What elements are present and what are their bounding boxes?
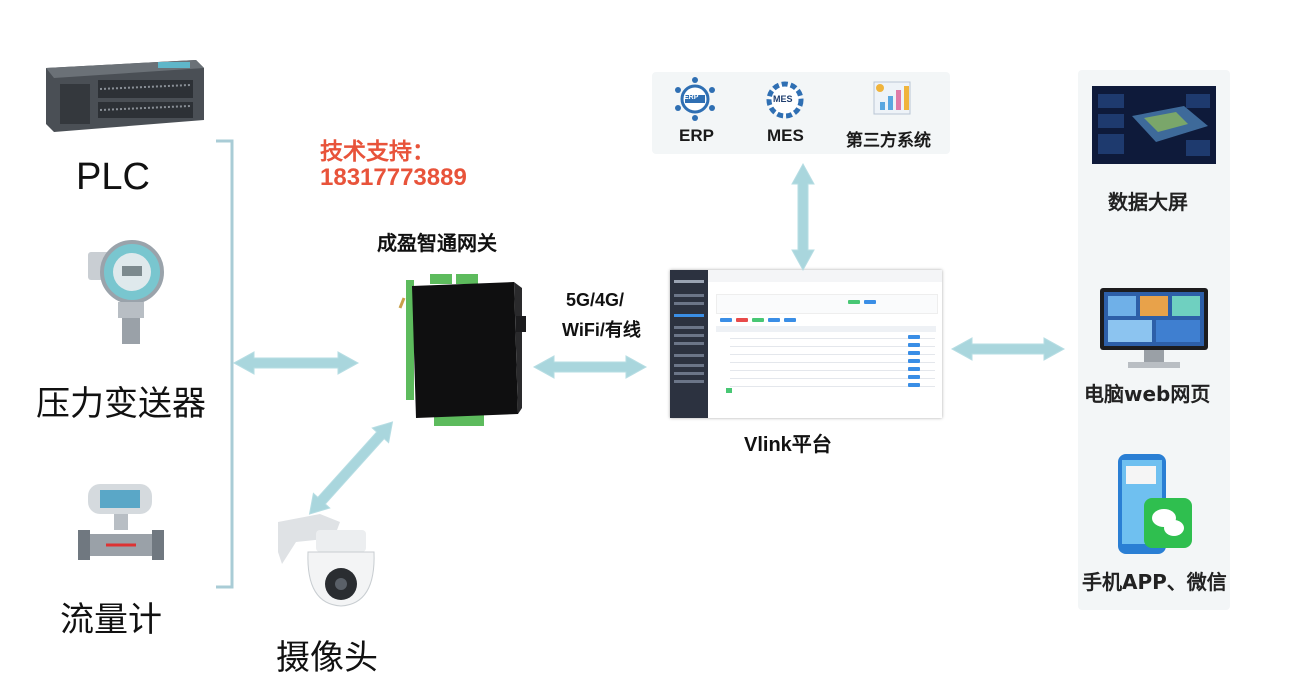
sidebar-line	[674, 342, 704, 345]
sidebar-active	[674, 314, 704, 317]
big-screen-label: 数据大屏	[1108, 190, 1188, 214]
flow-meter-label: 流量计	[60, 600, 162, 640]
support-label: 技术支持：	[320, 138, 435, 165]
platform-reset-button	[864, 300, 876, 304]
table-row	[730, 354, 935, 355]
link-label-line1: 5G/4G/	[566, 290, 625, 310]
platform-screenshot	[670, 270, 942, 418]
platform-table-header	[716, 326, 936, 332]
platform-label: Vlink平台	[744, 434, 832, 456]
table-row	[730, 338, 935, 339]
table-row	[730, 386, 935, 387]
sidebar-line	[674, 364, 704, 367]
web-page-label: 电脑web网页	[1084, 382, 1211, 406]
sidebar-line	[674, 302, 704, 305]
platform-add-button	[720, 318, 732, 322]
pressure-transmitter-label: 压力变送器	[36, 384, 206, 424]
platform-export-button	[752, 318, 764, 322]
plc-image	[38, 50, 206, 142]
pc-monitor-image	[1098, 286, 1210, 372]
device-bracket	[214, 138, 254, 590]
mes-icon-text: MES	[773, 94, 793, 104]
mes-icon	[760, 76, 810, 124]
row-action	[908, 375, 920, 379]
row-action	[908, 343, 920, 347]
platform-search-button	[848, 300, 860, 304]
sidebar-line	[674, 326, 704, 329]
camera-image	[274, 512, 384, 614]
erp-icon-text: ERP	[684, 94, 699, 101]
camera-label: 摄像头	[276, 638, 378, 678]
erp-label: ERP	[679, 126, 714, 145]
flow-meter-image	[76, 476, 172, 568]
table-row	[730, 370, 935, 371]
platform-import-button	[768, 318, 780, 322]
platform-extra-button	[784, 318, 796, 322]
platform-topbar	[708, 270, 942, 282]
row-action	[908, 383, 920, 387]
platform-delete-button	[736, 318, 748, 322]
erp-icon	[672, 76, 718, 122]
arrow-devices-to-gateway	[232, 350, 360, 376]
sidebar-line	[674, 334, 704, 337]
table-row	[730, 362, 935, 363]
pressure-transmitter-image	[68, 238, 168, 346]
third-party-icon	[868, 76, 920, 122]
table-row	[730, 378, 935, 379]
gateway-image	[398, 268, 530, 428]
sidebar-line	[674, 354, 704, 357]
big-screen-image	[1092, 86, 1216, 164]
sidebar-line	[674, 380, 704, 383]
support-phone: 18317773889	[320, 164, 467, 191]
gateway-label: 成盈智通网关	[377, 231, 497, 255]
row-action	[908, 335, 920, 339]
platform-pagination	[726, 388, 732, 393]
arrow-platform-to-systems	[790, 162, 816, 272]
arrow-gateway-to-platform	[532, 354, 648, 380]
row-action	[908, 367, 920, 371]
sidebar-line	[674, 372, 704, 375]
platform-filter	[716, 294, 938, 314]
arrow-camera-to-gateway	[306, 420, 396, 516]
row-action	[908, 359, 920, 363]
link-label-line2: WiFi/有线	[562, 320, 641, 340]
sidebar-line	[674, 294, 704, 297]
table-row	[730, 346, 935, 347]
plc-label: PLC	[76, 156, 150, 198]
sidebar-line	[674, 280, 704, 283]
arrow-platform-to-outputs	[950, 336, 1066, 362]
mes-label: MES	[767, 126, 804, 145]
mobile-label: 手机APP、微信	[1082, 570, 1227, 594]
mobile-phone-image	[1114, 452, 1196, 556]
row-action	[908, 351, 920, 355]
third-party-label: 第三方系统	[846, 131, 931, 151]
